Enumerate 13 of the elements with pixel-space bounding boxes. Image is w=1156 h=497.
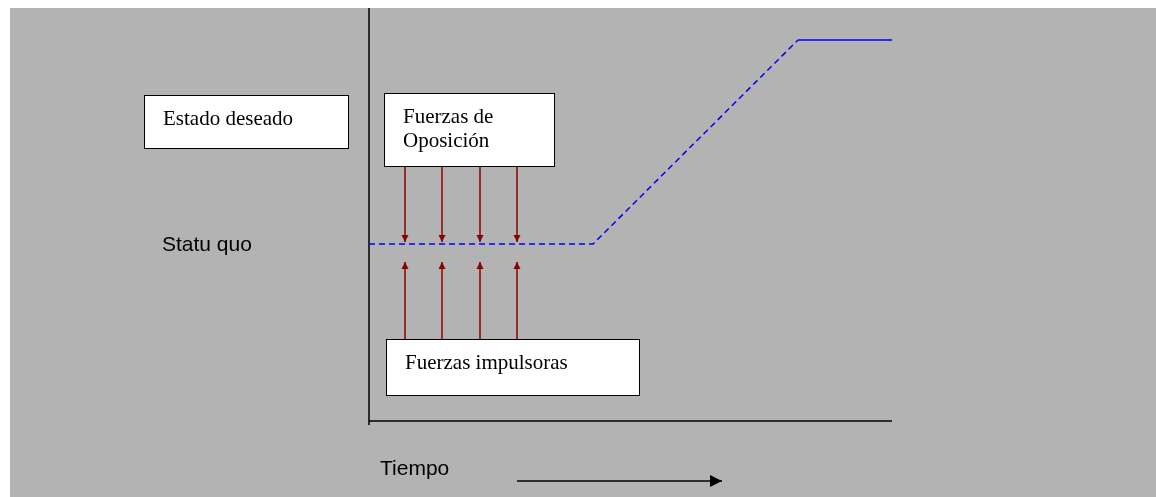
force-arrow: [401, 261, 409, 340]
status-label: Statu quo: [162, 232, 252, 256]
force-arrow: [513, 166, 521, 243]
force-arrow: [476, 166, 484, 243]
axis-label: Tiempo: [380, 456, 450, 480]
force-arrow: [401, 166, 409, 243]
force-arrow: [476, 261, 484, 340]
force-arrow: [438, 261, 446, 340]
force-arrow: [438, 166, 446, 243]
state-box: Estado deseado: [144, 95, 349, 149]
force-arrow: [513, 261, 521, 340]
force-box: Fuerzas de Oposición: [384, 93, 555, 167]
force-box: Fuerzas impulsoras: [386, 339, 640, 396]
